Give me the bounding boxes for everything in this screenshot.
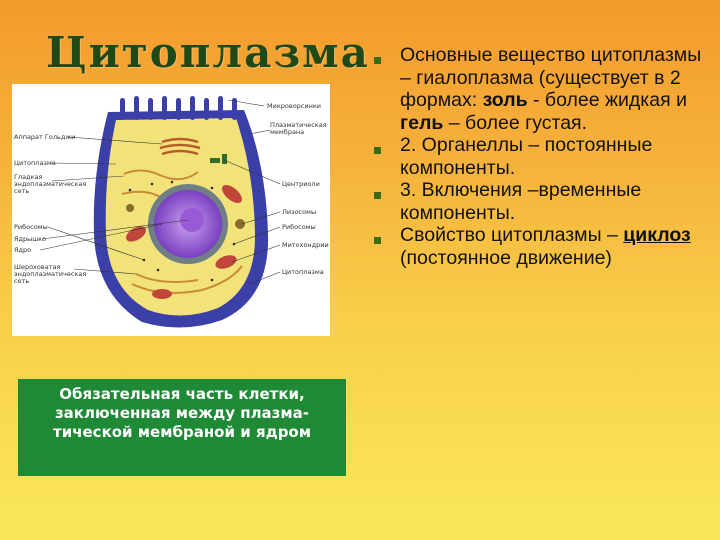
label-mitochondria: Митохондрии (282, 241, 329, 249)
lysosomes (126, 204, 245, 229)
mitochondria (126, 185, 242, 299)
label-centrioles: Центриоли (282, 180, 320, 188)
bullet-square-icon (374, 237, 381, 244)
label-golgi: Аппарат Гольджи (14, 133, 76, 141)
term-sol: золь (482, 89, 528, 111)
label-nucleolus: Ядрышко (14, 235, 47, 243)
label-smooth-er: Гладкая эндоплазматическая сеть (14, 173, 87, 195)
label-microvilli: Микроворсинки (267, 102, 321, 110)
bullet-item: 3. Включения –временные компоненты. (370, 179, 710, 224)
label-ribosomes-right: Рибосомы (282, 223, 316, 231)
label-lysosomes: Лизосомы (282, 208, 317, 216)
cell-illustration (39, 96, 281, 328)
label-nucleus: Ядро (14, 246, 32, 254)
golgi-apparatus (159, 137, 201, 156)
cell-diagram: Аппарат Гольджи Цитоплазма Гладкая эндоп… (12, 84, 330, 336)
bullet-list: Основные вещество цитоплазмы – гиалоплаз… (370, 44, 710, 269)
label-rough-er: Шероховатая эндоплазматическая сеть (14, 263, 87, 285)
label-cytoplasm-left: Цитоплазма (14, 159, 56, 167)
microvilli (120, 96, 237, 120)
label-lines (39, 99, 281, 285)
term-cyclosis: циклоз (623, 224, 691, 246)
nucleolus (180, 208, 204, 232)
label-plasma-membrane: Плазматическая мембрана (270, 121, 327, 136)
definition-caption: Обязательная часть клетки, заключенная м… (18, 379, 346, 476)
bullet-item: Основные вещество цитоплазмы – гиалоплаз… (370, 44, 710, 134)
bullet-item: Свойство цитоплазмы – циклоз (постоянное… (370, 224, 710, 269)
label-cytoplasm-right: Цитоплазма (282, 268, 324, 276)
term-gel: гель (400, 111, 444, 134)
centrioles (210, 154, 227, 164)
bullet-square-icon (374, 192, 381, 199)
bullet-square-icon (374, 57, 381, 64)
label-ribosomes-left: Рибосомы (14, 223, 48, 231)
slide-title: Цитоплазма (46, 28, 370, 77)
bullet-square-icon (374, 147, 381, 154)
bullet-item: 2. Органеллы – постоянные компоненты. (370, 134, 710, 179)
